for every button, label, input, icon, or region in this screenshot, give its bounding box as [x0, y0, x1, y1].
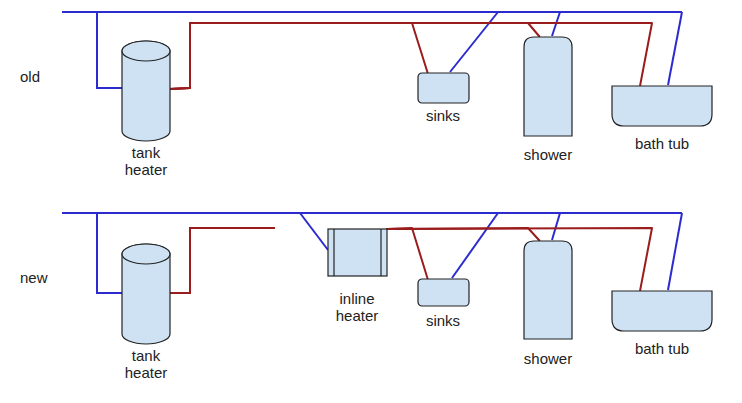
cold-line	[62, 12, 682, 293]
cold-branch	[450, 12, 498, 72]
fixture-node: tank heater	[121, 243, 171, 383]
fixture-node: tank heater	[121, 40, 171, 180]
fixture-node: shower	[521, 240, 576, 369]
fixture-shape	[523, 36, 573, 137]
row-label: old	[20, 68, 40, 85]
fixture-node: bath tub	[611, 85, 713, 171]
fixture-shape	[611, 85, 713, 127]
fixture-label: inline heater	[327, 290, 388, 324]
fixture-label: sinks	[417, 312, 470, 329]
cold-feed	[97, 213, 122, 293]
fixture-shape	[417, 72, 470, 104]
cold-main	[62, 11, 682, 13]
fixture-node: sinks	[417, 72, 470, 126]
hot-water-pipe	[170, 23, 540, 89]
fixture-node: inline heater	[327, 228, 388, 326]
fixture-label: bath tub	[611, 135, 713, 152]
fixture-label: shower	[521, 146, 576, 163]
row-label: new	[20, 269, 48, 286]
fixture-shape	[523, 240, 573, 340]
hot-stub	[170, 228, 275, 293]
cold-branch	[668, 213, 682, 290]
hot-water-pipe	[170, 23, 652, 89]
cold-branch	[668, 12, 682, 85]
cold-main	[62, 212, 682, 214]
fixture-shape	[121, 243, 171, 345]
fixture-shape	[417, 278, 470, 307]
fixture-label: shower	[521, 350, 576, 367]
fixture-node: shower	[521, 36, 576, 165]
fixture-shape	[611, 290, 713, 332]
hot-water-pipe	[387, 228, 540, 241]
cold-feed	[97, 12, 122, 88]
fixture-label: tank heater	[121, 347, 171, 381]
cold-branch	[300, 213, 328, 250]
fixture-label: tank heater	[121, 144, 171, 178]
fixture-node: sinks	[417, 278, 470, 331]
cold-branch	[452, 213, 498, 278]
fixture-node: bath tub	[611, 290, 713, 376]
hot-water-pipe	[387, 228, 428, 279]
fixture-shape	[327, 228, 388, 277]
fixture-shape	[121, 40, 171, 142]
cold-branch	[552, 213, 560, 240]
fixture-label: bath tub	[611, 340, 713, 357]
fixture-label: sinks	[417, 107, 470, 124]
hot-water-pipe	[170, 23, 428, 89]
